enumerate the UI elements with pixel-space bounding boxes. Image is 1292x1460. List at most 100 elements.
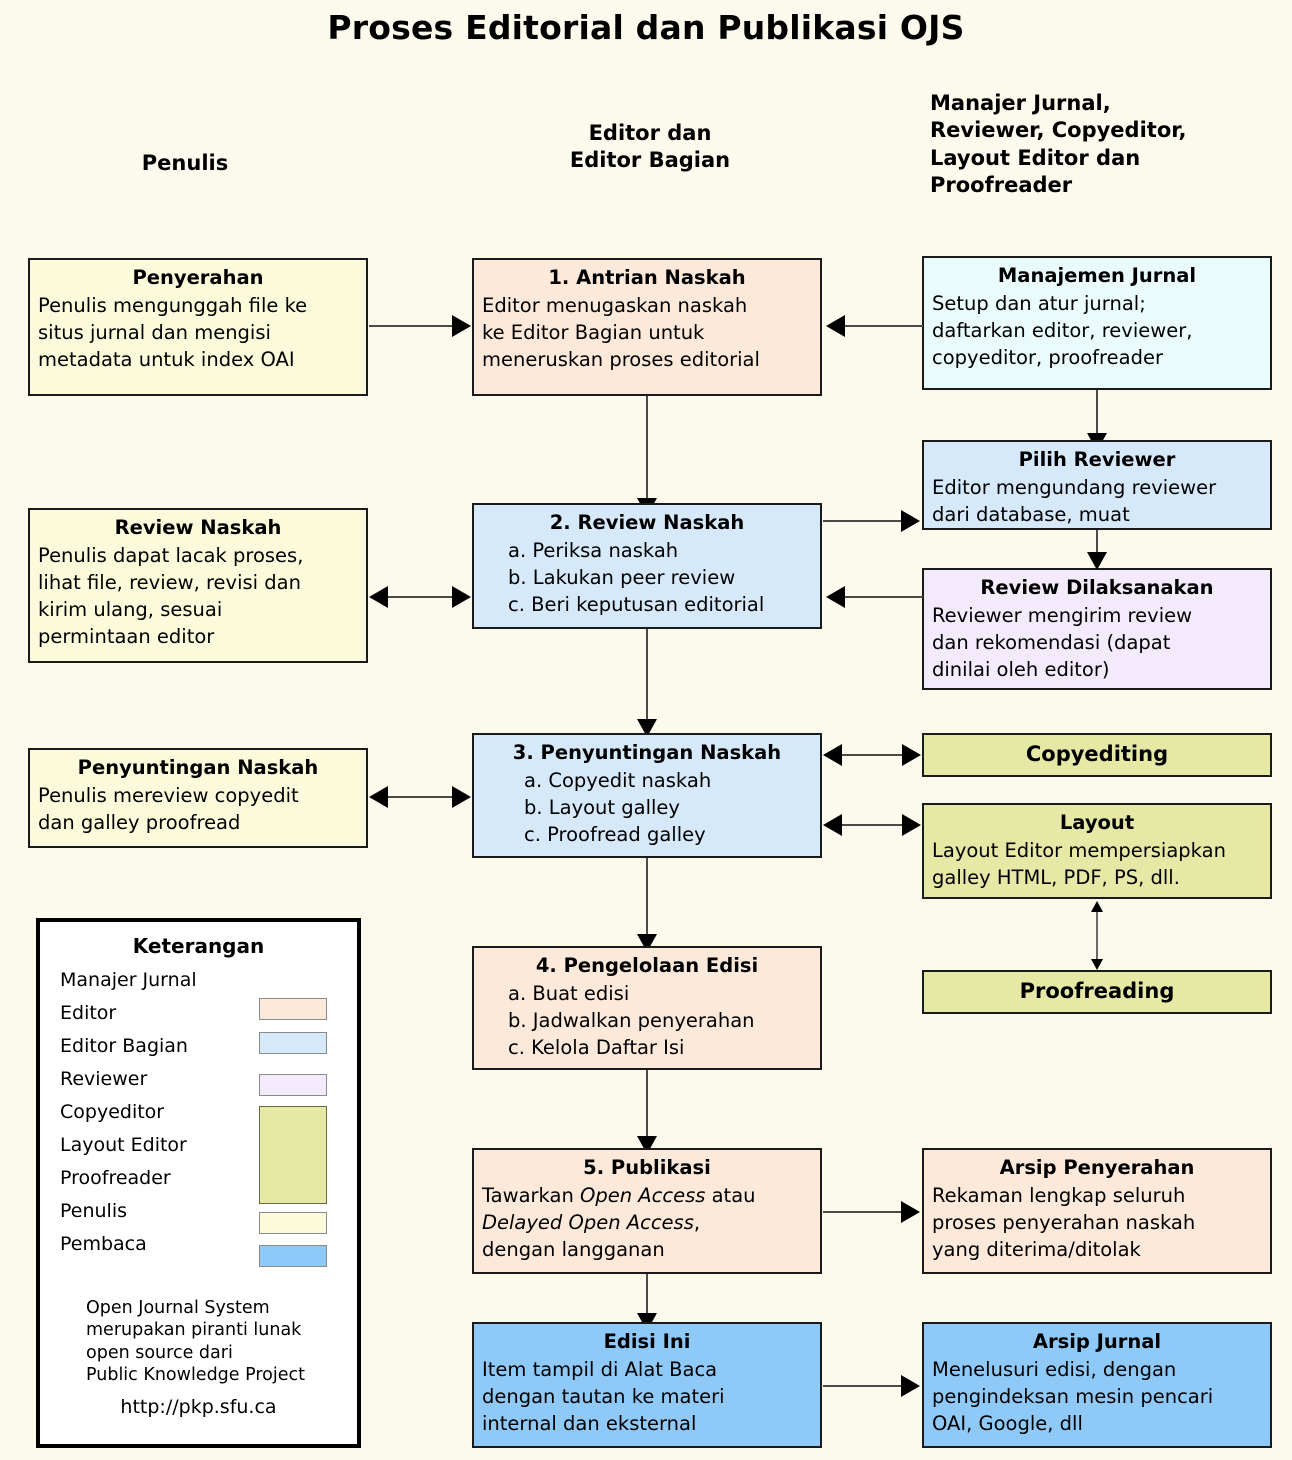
arrow-penyuntingan3-layout-head-left — [823, 814, 842, 836]
legend-swatch-copyeditor-layout-proofreader — [259, 1106, 327, 1204]
arrow-penyuntingan3-copyediting-head-left — [823, 744, 842, 766]
arrow-penyuntingan3-copyediting-line — [842, 754, 904, 756]
legend-item-manajer-jurnal: Manajer Jurnal — [40, 964, 357, 997]
legend-label-pembaca: Pembaca — [60, 1233, 147, 1255]
box-review2-line-2: c. Beri keputusan editorial — [508, 592, 765, 616]
legend-label-editor: Editor — [60, 1002, 117, 1024]
arrow-publikasi-to-arsip-line — [823, 1211, 903, 1213]
arrow-pilih-to-dilaksanakan-head — [1087, 552, 1107, 570]
box-pengelolaan-edisi-4[interactable]: 4. Pengelolaan Edisi a. Buat edisi b. Ja… — [472, 946, 822, 1070]
box-manajemen-line-2: copyeditor, proofreader — [932, 345, 1163, 369]
arrow-dilaksanakan-to-review2-line — [845, 596, 923, 598]
box-antrian-title: 1. Antrian Naskah — [548, 266, 746, 289]
legend-rows: Manajer Jurnal Editor Editor Bagian Revi… — [40, 964, 357, 1261]
box-penyuntingan-naskah-3[interactable]: 3. Penyuntingan Naskah a. Copyedit naska… — [472, 733, 822, 858]
box-pilih-reviewer[interactable]: Pilih Reviewer Editor mengundang reviewe… — [922, 440, 1272, 530]
box-layout-line-1: galley HTML, PDF, PS, dll. — [932, 865, 1180, 889]
arrow-pengelolaan-to-publikasi-line — [646, 1070, 648, 1138]
box-pilih-reviewer-line-1: dari database, muat — [932, 502, 1130, 526]
legend-swatch-editor — [259, 998, 327, 1020]
arrow-penyuntingan3-layout-head-right — [902, 814, 921, 836]
box-review-dilaksanakan-line-2: dinilai oleh editor) — [932, 657, 1110, 681]
arrow-reviewpenulis-review2-line — [388, 596, 454, 598]
box-arsip-jurnal[interactable]: Arsip Jurnal Menelusuri edisi, dengan pe… — [922, 1322, 1272, 1448]
legend-item-pembaca: Pembaca — [40, 1228, 357, 1261]
arrow-publikasi-to-arsip-head — [901, 1201, 920, 1223]
legend-item-copyeditor: Copyeditor — [40, 1096, 357, 1129]
arrow-antrian-to-review-line — [646, 396, 648, 500]
box-review-penulis-line-3: permintaan editor — [38, 624, 215, 648]
box-manajemen-title: Manajemen Jurnal — [997, 264, 1197, 287]
box-review-penulis-line-1: lihat file, review, revisi dan — [38, 570, 301, 594]
box-publikasi5-line-0: Tawarkan Open Access atau — [482, 1183, 756, 1207]
arrow-edisi-to-arsipjurnal-line — [823, 1385, 903, 1387]
arrow-review2-to-pilih-head — [901, 510, 920, 532]
legend-label-copyeditor: Copyeditor — [60, 1101, 165, 1123]
legend-panel: Keterangan Manajer Jurnal Editor Editor … — [36, 918, 361, 1448]
box-review-dilaksanakan-title: Review Dilaksanakan — [980, 576, 1214, 599]
arrow-penyuntinganpenulis-3-head-left — [369, 786, 388, 808]
arrow-reviewpenulis-review2-head-left — [369, 586, 388, 608]
arrow-publikasi-to-edisi-line — [646, 1274, 648, 1316]
legend-url[interactable]: http://pkp.sfu.ca — [120, 1396, 277, 1418]
box-edisi-ini-line-1: dengan tautan ke materi — [482, 1384, 725, 1408]
box-copyediting-title: Copyediting — [1025, 742, 1169, 767]
box-arsip-jurnal-line-1: pengindeksan mesin pencari — [932, 1384, 1214, 1408]
legend-label-manajer-jurnal: Manajer Jurnal — [60, 969, 197, 991]
legend-item-editor: Editor — [40, 997, 357, 1030]
arrow-review2-to-pilih-line — [823, 520, 903, 522]
legend-item-penulis: Penulis — [40, 1195, 357, 1228]
arrow-manajemen-to-antrian-line — [845, 325, 923, 327]
arrow-dilaksanakan-to-review2-head — [826, 586, 845, 608]
box-penyuntingan-penulis[interactable]: Penyuntingan Naskah Penulis mereview cop… — [28, 748, 368, 848]
legend-label-proofreader: Proofreader — [60, 1167, 171, 1189]
legend-label-editor-bagian: Editor Bagian — [60, 1035, 188, 1057]
box-penyuntingan3-line-1: b. Layout galley — [524, 795, 680, 819]
box-penyerahan-line-2: metadata untuk index OAI — [38, 347, 295, 371]
box-arsip-jurnal-line-0: Menelusuri edisi, dengan — [932, 1357, 1177, 1381]
box-review-dilaksanakan[interactable]: Review Dilaksanakan Reviewer mengirim re… — [922, 568, 1272, 690]
box-proofreading[interactable]: Proofreading — [922, 970, 1272, 1014]
arrow-layout-proofreading-head-up — [1091, 901, 1103, 912]
legend-note: Open Journal System merupakan piranti lu… — [86, 1297, 305, 1387]
legend-item-layout-editor: Layout Editor — [40, 1129, 357, 1162]
box-arsip-penyerahan[interactable]: Arsip Penyerahan Rekaman lengkap seluruh… — [922, 1148, 1272, 1274]
box-review-dilaksanakan-line-1: dan rekomendasi (dapat — [932, 630, 1171, 654]
box-copyediting[interactable]: Copyediting — [922, 733, 1272, 777]
box-layout[interactable]: Layout Layout Editor mempersiapkan galle… — [922, 803, 1272, 899]
box-review-naskah-penulis[interactable]: Review Naskah Penulis dapat lacak proses… — [28, 508, 368, 663]
legend-item-proofreader: Proofreader — [40, 1162, 357, 1195]
box-manajemen-jurnal[interactable]: Manajemen Jurnal Setup dan atur jurnal; … — [922, 256, 1272, 390]
box-arsip-penyerahan-line-2: yang diterima/ditolak — [932, 1237, 1141, 1261]
arrow-penyuntingan3-copyediting-head-right — [902, 744, 921, 766]
legend-item-editor-bagian: Editor Bagian — [40, 1030, 357, 1063]
box-publikasi-5[interactable]: 5. Publikasi Tawarkan Open Access atau D… — [472, 1148, 822, 1274]
legend-note-line-0: Open Journal System — [86, 1298, 270, 1318]
box-pengelolaan4-line-1: b. Jadwalkan penyerahan — [508, 1008, 755, 1032]
box-pengelolaan4-title: 4. Pengelolaan Edisi — [535, 954, 759, 977]
box-antrian-line-2: meneruskan proses editorial — [482, 347, 760, 371]
arrow-edisi-to-arsipjurnal-head — [901, 1375, 920, 1397]
arrow-penyuntinganpenulis-3-head-right — [452, 786, 471, 808]
box-edisi-ini[interactable]: Edisi Ini Item tampil di Alat Baca denga… — [472, 1322, 822, 1448]
legend-note-line-3: Public Knowledge Project — [86, 1365, 305, 1386]
box-penyuntingan-penulis-title: Penyuntingan Naskah — [77, 756, 319, 779]
legend-label-reviewer: Reviewer — [60, 1068, 148, 1090]
box-penyerahan[interactable]: Penyerahan Penulis mengunggah file ke si… — [28, 258, 368, 396]
box-penyuntingan-penulis-line-0: Penulis mereview copyedit — [38, 783, 299, 807]
arrow-review2-to-penyuntingan-line — [646, 629, 648, 721]
box-penyerahan-line-0: Penulis mengunggah file ke — [38, 293, 308, 317]
box-review-naskah-2[interactable]: 2. Review Naskah a. Periksa naskah b. La… — [472, 503, 822, 629]
page-title: Proses Editorial dan Publikasi OJS — [327, 8, 965, 47]
column-heading-lainnya: Manajer Jurnal, Reviewer, Copyeditor, La… — [930, 91, 1187, 197]
box-edisi-ini-title: Edisi Ini — [603, 1330, 691, 1353]
legend-swatch-editor-bagian — [259, 1032, 327, 1054]
box-arsip-penyerahan-line-1: proses penyerahan naskah — [932, 1210, 1196, 1234]
box-publikasi5-line-1: Delayed Open Access, — [482, 1210, 701, 1234]
box-antrian-naskah[interactable]: 1. Antrian Naskah Editor menugaskan nask… — [472, 258, 822, 396]
box-review2-title: 2. Review Naskah — [549, 511, 745, 534]
legend-note-line-1: merupakan piranti lunak — [86, 1320, 302, 1341]
legend-note-line-2: open source dari — [86, 1342, 233, 1363]
column-heading-penulis: Penulis — [141, 151, 229, 175]
arrow-penyuntingan3-layout-line — [842, 824, 904, 826]
